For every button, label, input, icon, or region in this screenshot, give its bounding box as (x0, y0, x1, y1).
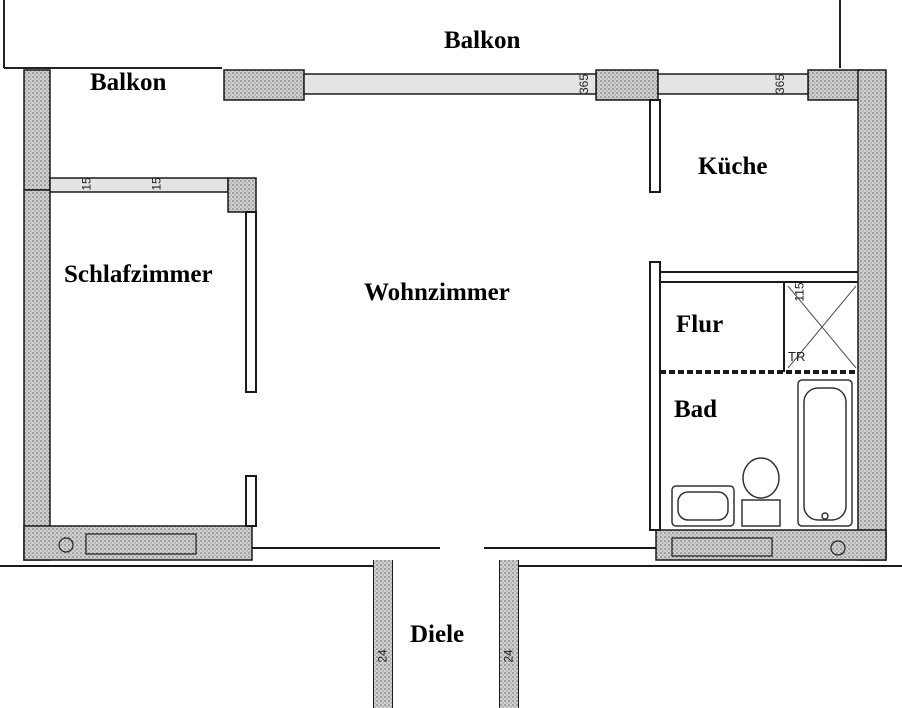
room-label-kueche: Küche (698, 153, 768, 180)
bathtub (797, 379, 853, 527)
washbasin (671, 485, 735, 527)
room-label-diele: Diele (410, 621, 465, 648)
room-label-schlafzimmer: Schlafzimmer (64, 261, 213, 288)
toilet (741, 457, 781, 527)
dimension-flur-shaft: 115 (792, 282, 807, 302)
inner-walls (245, 99, 858, 531)
dimension-diele-left: 24 (375, 649, 390, 663)
room-label-balkon-left: Balkon (90, 69, 167, 96)
dimension-window-left-2: 15 (149, 177, 164, 191)
room-label-bad: Bad (674, 396, 718, 423)
outer-walls (23, 69, 887, 561)
dimension-tr: TR (788, 349, 806, 364)
diele-left-wall (374, 560, 392, 708)
dimension-window-top-2: 365 (773, 73, 788, 95)
dimension-window-top-1: 365 (577, 73, 592, 95)
balcony-top-outline (3, 0, 841, 69)
dimension-window-left-1: 15 (79, 177, 94, 191)
diele-right-wall (500, 560, 518, 708)
bottom-fixtures (58, 533, 846, 557)
room-label-wohnzimmer: Wohnzimmer (364, 279, 510, 306)
room-label-balkon-top: Balkon (444, 27, 521, 54)
dimension-diele-right: 24 (501, 649, 516, 663)
room-label-flur: Flur (676, 311, 724, 338)
shaft-cross (787, 285, 857, 369)
